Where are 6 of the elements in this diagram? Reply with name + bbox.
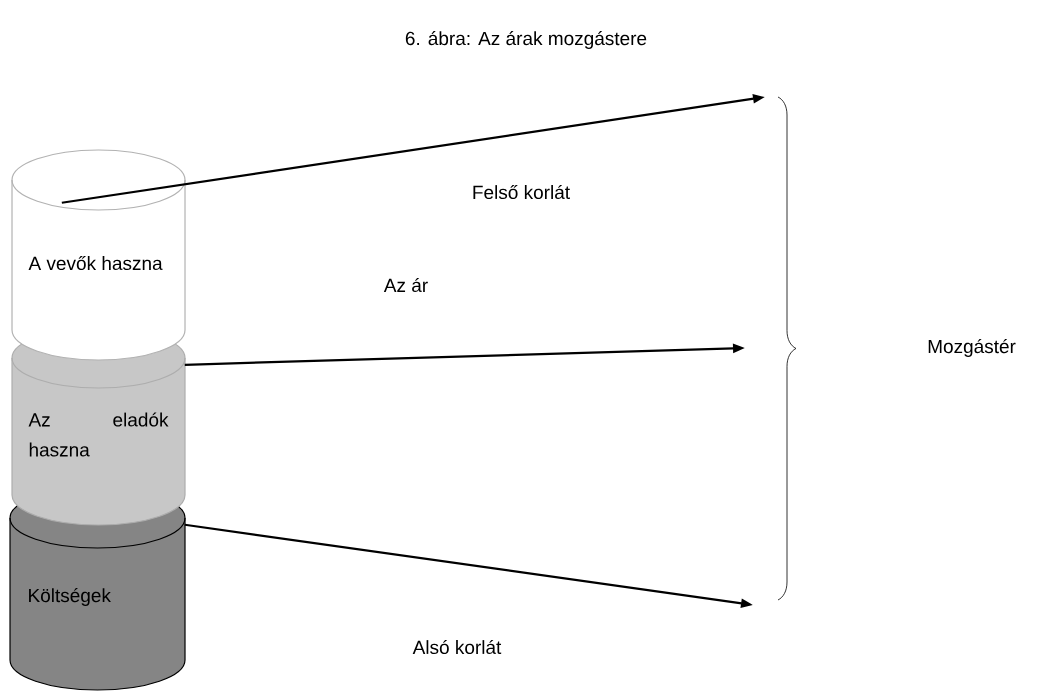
- cylinder: A vevők haszna: [11, 149, 186, 361]
- label: Felső korlát: [473, 184, 570, 200]
- title: 6. ábra: Az árak mozgástere: [405, 31, 647, 49]
- label: Alsó korlát: [412, 639, 502, 655]
- label: Mozgástér: [928, 339, 1016, 357]
- label: Az ár: [383, 277, 428, 293]
